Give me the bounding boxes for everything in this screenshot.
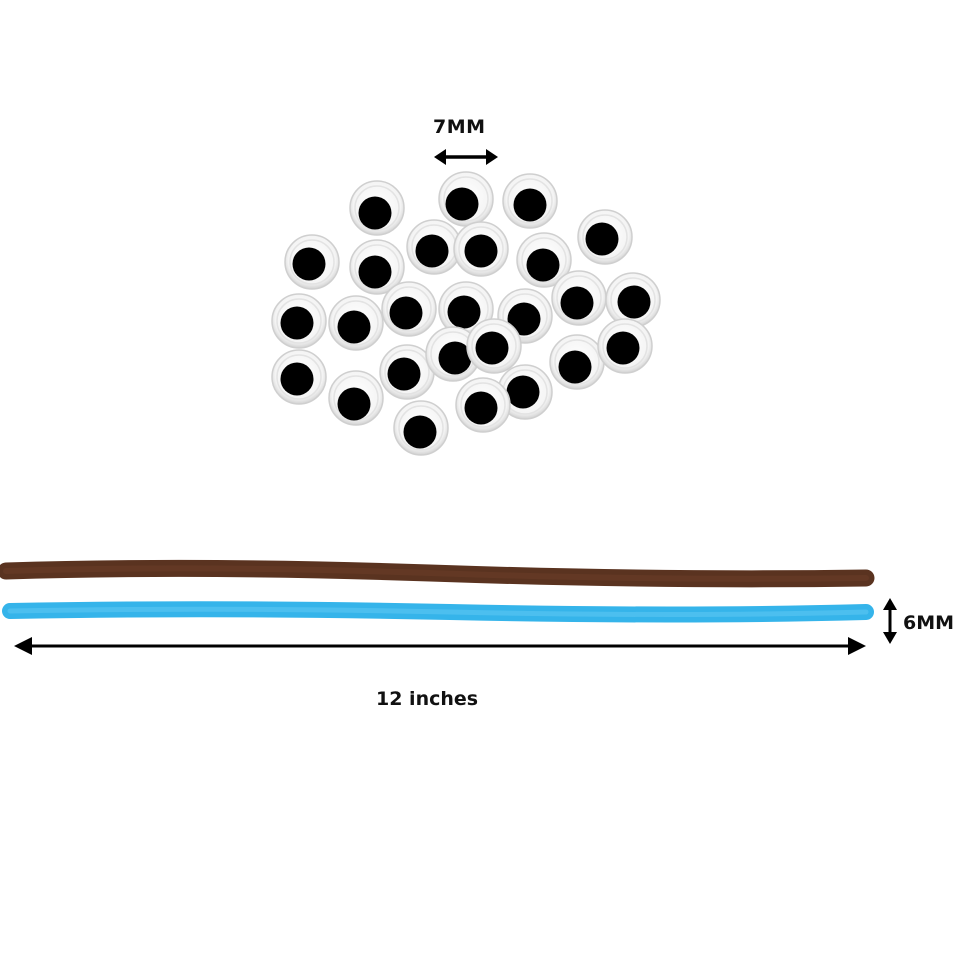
googly-eye — [271, 349, 327, 405]
eye-size-label: 7MM — [433, 116, 486, 138]
eye-pupil — [280, 306, 314, 340]
eye-pupil — [585, 222, 619, 256]
googly-eye — [271, 293, 327, 349]
eye-pupil — [438, 341, 472, 375]
googly-eye — [438, 171, 494, 227]
length-arrow — [14, 637, 866, 655]
googly-eye — [284, 234, 340, 290]
googly-eye — [551, 270, 607, 326]
googly-eyes-cluster — [271, 171, 661, 456]
googly-eye — [349, 239, 405, 295]
eye-pupil — [513, 188, 547, 222]
blue-pipe-cleaner — [2, 601, 874, 623]
googly-eye — [328, 295, 384, 351]
eye-pupil — [464, 391, 498, 425]
eye-pupil — [464, 234, 498, 268]
eye-inner-ring — [556, 275, 602, 321]
eye-pupil — [387, 357, 421, 391]
eye-pupil — [403, 415, 437, 449]
eye-pupil — [560, 286, 594, 320]
eye-inner-ring — [554, 339, 600, 385]
eye-inner-ring — [502, 293, 548, 339]
googly-eye — [455, 377, 511, 433]
eye-inner-ring — [384, 349, 430, 395]
eye-pupil — [617, 285, 651, 319]
eye-pupil — [415, 234, 449, 268]
eye-inner-ring — [521, 237, 567, 283]
googly-eye — [502, 173, 558, 229]
width-arrow — [883, 598, 897, 644]
eye-inner-ring — [333, 300, 379, 346]
googly-eye — [425, 326, 481, 382]
googly-eye — [516, 232, 572, 288]
eye-pupil — [358, 255, 392, 289]
eye-pupil — [507, 302, 541, 336]
eye-inner-ring — [507, 178, 553, 224]
googly-eye — [577, 209, 633, 265]
eye-pupil — [292, 247, 326, 281]
eye-pupil — [389, 296, 423, 330]
googly-eye — [605, 272, 661, 328]
eye-inner-ring — [276, 298, 322, 344]
googly-eye — [349, 180, 405, 236]
eye-inner-ring — [471, 323, 517, 369]
length-label: 12 inches — [376, 688, 479, 710]
googly-eye — [393, 400, 449, 456]
googly-eye — [453, 221, 509, 277]
eye-pupil — [526, 248, 560, 282]
eye-pupil — [506, 375, 540, 409]
googly-eye — [406, 219, 462, 275]
eye-inner-ring — [582, 214, 628, 260]
eye-pupil — [445, 187, 479, 221]
eye-pupil — [358, 196, 392, 230]
brown-pipe-cleaner — [0, 559, 875, 588]
eye-pupil — [606, 331, 640, 365]
eye-size-arrow — [434, 149, 498, 165]
eye-inner-ring — [460, 382, 506, 428]
googly-eye — [597, 318, 653, 374]
googly-eye — [466, 318, 522, 374]
eye-inner-ring — [276, 354, 322, 400]
eye-pupil — [475, 331, 509, 365]
eye-inner-ring — [386, 286, 432, 332]
eye-inner-ring — [398, 405, 444, 451]
googly-eye — [379, 344, 435, 400]
googly-eye — [381, 281, 437, 337]
eye-pupil — [337, 310, 371, 344]
eye-inner-ring — [354, 185, 400, 231]
eye-inner-ring — [354, 244, 400, 290]
eye-inner-ring — [289, 239, 335, 285]
googly-eye — [328, 370, 384, 426]
width-label: 6MM — [903, 612, 955, 634]
eye-pupil — [337, 387, 371, 421]
eye-pupil — [447, 295, 481, 329]
eye-pupil — [558, 350, 592, 384]
eye-inner-ring — [458, 226, 504, 272]
googly-eye — [549, 334, 605, 390]
eye-pupil — [280, 362, 314, 396]
eye-inner-ring — [602, 323, 648, 369]
eye-inner-ring — [443, 176, 489, 222]
